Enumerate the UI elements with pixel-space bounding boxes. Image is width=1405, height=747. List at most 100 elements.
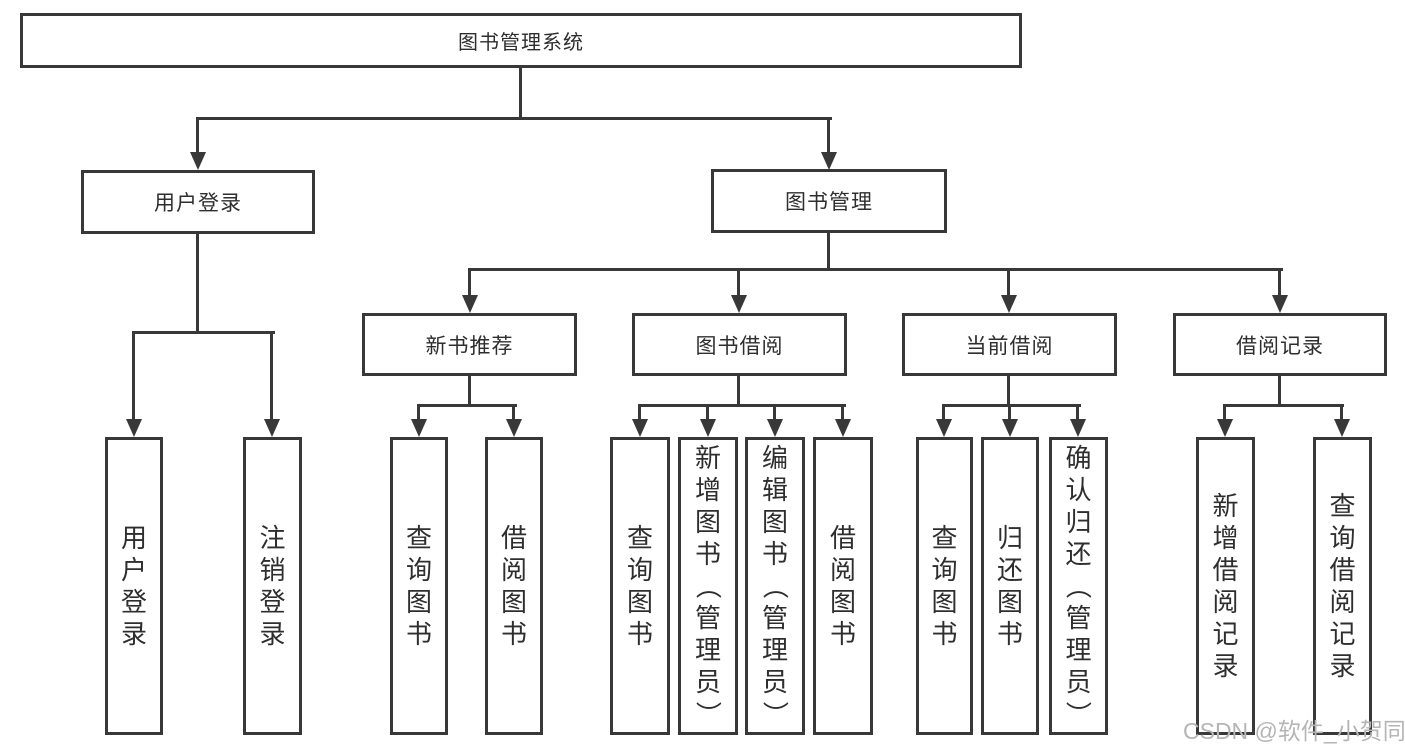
vertical-char: 理 [694, 635, 721, 665]
connector-line [1223, 404, 1226, 422]
vertical-char: 理 [761, 635, 788, 665]
leaf-edit-book-admin: 编辑图书（管理员） [745, 437, 805, 735]
connector-line [196, 117, 832, 120]
leaf-query-borrow-record: 查询借阅记录 [1313, 437, 1372, 735]
connector-line [942, 404, 1081, 407]
leaf-confirm-return-admin: 确认归还（管理员） [1049, 437, 1108, 735]
arrow-down-icon [1334, 419, 1350, 437]
vertical-char: 销 [259, 555, 286, 585]
vertical-char: 登 [120, 587, 147, 617]
vertical-char: 借 [1212, 555, 1239, 585]
connector-line [942, 404, 945, 422]
vertical-char: 还 [1065, 539, 1092, 569]
connector-line [827, 233, 830, 270]
connector-line [132, 331, 275, 334]
arrow-down-icon [1001, 295, 1017, 313]
vertical-char: 管 [1065, 603, 1092, 633]
arrow-down-icon [190, 152, 206, 170]
vertical-char: 询 [931, 555, 958, 585]
arrow-down-icon [835, 419, 851, 437]
vertical-char: 阅 [1329, 587, 1356, 617]
connector-line [638, 404, 641, 422]
vertical-char: ） [759, 700, 790, 728]
arrow-down-icon [936, 419, 952, 437]
vertical-char: 查 [626, 523, 653, 553]
vertical-char: 书 [931, 619, 958, 649]
vertical-char: 书 [761, 539, 788, 569]
connector-line [737, 268, 740, 298]
vertical-char: 借 [829, 523, 856, 553]
vertical-char: 用 [120, 523, 147, 553]
connector-line [827, 117, 830, 155]
leaf-query-books-current: 查询图书 [916, 437, 973, 735]
vertical-char: 阅 [500, 555, 527, 585]
vertical-char: 辑 [761, 475, 788, 505]
connector-line [468, 268, 471, 298]
arrow-down-icon [700, 419, 716, 437]
connector-line [512, 404, 515, 422]
vertical-char: 书 [694, 539, 721, 569]
connector-line [638, 404, 846, 407]
leaf-add-borrow-record: 新增借阅记录 [1196, 437, 1255, 735]
vertical-char: ） [1063, 700, 1094, 728]
connector-line [706, 404, 709, 422]
vertical-char: 阅 [1212, 587, 1239, 617]
vertical-char: 书 [996, 619, 1023, 649]
vertical-char: 登 [259, 587, 286, 617]
connector-line [270, 331, 273, 422]
arrow-down-icon [462, 295, 478, 313]
node-current-borrow: 当前借阅 [902, 313, 1117, 376]
connector-line [1008, 404, 1011, 422]
vertical-char: 书 [829, 619, 856, 649]
arrow-down-icon [506, 419, 522, 437]
arrow-down-icon [264, 419, 280, 437]
arrow-down-icon [126, 419, 142, 437]
vertical-char: 管 [761, 603, 788, 633]
connector-line [196, 234, 199, 333]
connector-line [1007, 376, 1010, 406]
vertical-char: 图 [996, 587, 1023, 617]
vertical-char: 图 [500, 587, 527, 617]
vertical-char: 询 [1329, 523, 1356, 553]
connector-line [417, 404, 420, 422]
connector-line [196, 117, 199, 155]
vertical-char: 新 [1212, 491, 1239, 521]
connector-line [737, 376, 740, 406]
arrow-down-icon [1070, 419, 1086, 437]
vertical-char: 编 [761, 443, 788, 473]
vertical-char: 员 [694, 667, 721, 697]
connector-line [773, 404, 776, 422]
vertical-char: 询 [626, 555, 653, 585]
vertical-char: 查 [1329, 491, 1356, 521]
arrow-down-icon [821, 152, 837, 170]
arrow-down-icon [632, 419, 648, 437]
connector-line [519, 68, 522, 120]
vertical-char: 图 [829, 587, 856, 617]
leaf-query-books-borrow: 查询图书 [610, 437, 670, 735]
connector-line [1007, 268, 1010, 298]
vertical-char: 归 [1065, 507, 1092, 537]
node-borrow-records: 借阅记录 [1173, 313, 1387, 376]
arrow-down-icon [767, 419, 783, 437]
vertical-char: 管 [694, 603, 721, 633]
vertical-char: 还 [996, 555, 1023, 585]
connector-line [1076, 404, 1079, 422]
arrow-down-icon [1002, 419, 1018, 437]
vertical-char: 员 [761, 667, 788, 697]
vertical-char: ） [692, 700, 723, 728]
leaf-borrow-books-recommend: 借阅图书 [485, 437, 543, 735]
vertical-char: 记 [1329, 619, 1356, 649]
leaf-borrow-books-borrow: 借阅图书 [813, 437, 873, 735]
vertical-char: 借 [500, 523, 527, 553]
vertical-char: 查 [405, 523, 432, 553]
vertical-char: （ [759, 572, 790, 600]
vertical-char: 图 [405, 587, 432, 617]
leaf-user-login: 用户登录 [105, 437, 163, 735]
vertical-char: 借 [1329, 555, 1356, 585]
vertical-char: 录 [120, 619, 147, 649]
vertical-char: （ [1063, 572, 1094, 600]
vertical-char: 录 [1329, 651, 1356, 681]
connector-line [1340, 404, 1343, 422]
vertical-char: （ [692, 572, 723, 600]
